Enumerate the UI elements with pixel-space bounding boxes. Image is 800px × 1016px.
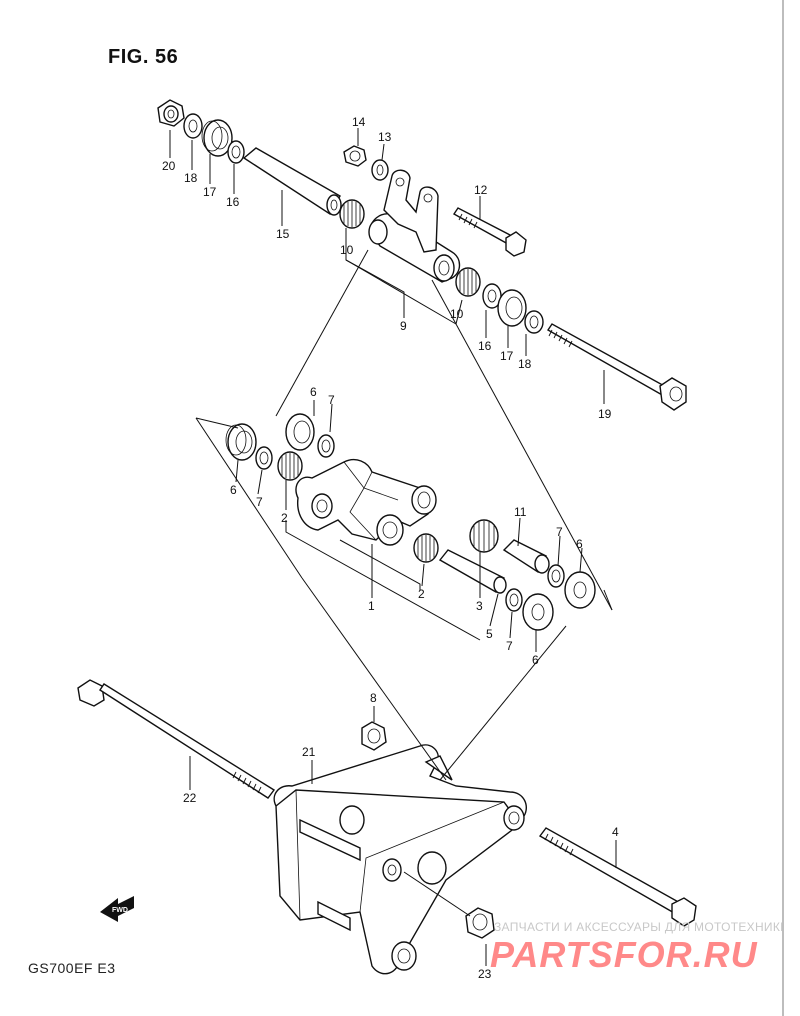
callout-7-right: 7 [556,525,563,539]
callout-6-lower: 6 [532,653,539,667]
part-17-seal-right [497,289,527,327]
callout-17-right: 17 [500,349,514,363]
part-2-needle-bearing-mid [413,533,439,563]
part-2-needle-bearing-left [277,451,303,481]
part-3-needle-bearing [469,519,499,553]
callout-16-right: 16 [478,339,492,353]
figure-title: FIG. 56 [108,46,179,68]
callout-12: 12 [474,183,488,197]
svg-text:FWD: FWD [112,907,128,914]
part-9-cushion-rod-bracket [368,169,461,283]
part-13-washer [371,159,389,181]
part-11-spacer [502,539,550,574]
part-10-needle-bearing-right [455,267,481,297]
part-23-nut [465,907,495,939]
part-6-seal-right [564,571,596,609]
watermark-logo: PARTSFOR.RU [490,934,758,975]
part-6-seal-lower [522,593,554,631]
part-10-needle-bearing [339,199,365,229]
callout-10-right: 10 [450,307,464,321]
callout-9: 9 [400,319,407,333]
part-15-sleeve [242,147,342,216]
part-4-bolt [538,827,697,927]
callout-14: 14 [352,115,366,129]
callout-20: 20 [162,159,176,173]
part-5-spacer [438,549,507,594]
callout-4: 4 [612,825,619,839]
callout-11: 11 [514,505,527,519]
part-22-bolt [77,679,276,799]
callout-6-top: 6 [310,385,317,399]
part-18-washer [183,113,203,139]
part-8-nut [361,721,387,751]
callout-17: 17 [203,185,217,199]
part-7-washer-top [317,434,335,458]
callout-labels: 20 18 17 16 15 10 14 13 12 9 10 16 17 18… [162,115,619,981]
callout-7-lower: 7 [506,639,513,653]
callout-23: 23 [478,967,492,981]
part-1-cushion-lever [295,458,437,546]
callout-21: 21 [302,745,316,759]
part-12-bolt [452,207,527,257]
part-7-washer-lower [505,588,523,612]
part-18-washer-right [524,310,544,334]
callout-19: 19 [598,407,612,421]
callout-7-left: 7 [256,495,263,509]
model-code: GS700EF E3 [28,960,116,976]
callout-6-right: 6 [576,537,583,551]
callout-2-mid: 2 [418,587,425,601]
callout-1: 1 [368,599,375,613]
callout-2-left: 2 [281,511,288,525]
part-7-washer-left [255,446,273,470]
part-14-nut [343,145,367,167]
watermark-tagline: ЗАПЧАСТИ И АКСЕССУАРЫ ДЛЯ МОТОТЕХНИКИ [494,920,790,934]
part-6-seal-top [285,413,315,451]
fwd-arrow-icon: FWD [100,896,134,922]
callout-5: 5 [486,627,493,641]
part-6-seal-left [225,423,257,461]
part-17-seal [201,119,233,157]
part-7-washer-right [547,564,565,588]
part-16-washer [227,140,245,164]
leader-lines [169,128,617,966]
callout-18-right: 18 [518,357,532,371]
callout-13: 13 [378,130,392,144]
part-21-rear-bracket [273,744,528,975]
callout-22: 22 [183,791,197,805]
callout-18: 18 [184,171,198,185]
callout-16: 16 [226,195,240,209]
callout-3: 3 [476,599,483,613]
callout-8: 8 [370,691,377,705]
callout-10: 10 [340,243,354,257]
part-20-nut [157,99,185,127]
callout-7-top: 7 [328,393,335,407]
callout-6-left: 6 [230,483,237,497]
part-19-long-bolt [547,323,687,411]
callout-15: 15 [276,227,290,241]
right-border [782,0,800,1016]
